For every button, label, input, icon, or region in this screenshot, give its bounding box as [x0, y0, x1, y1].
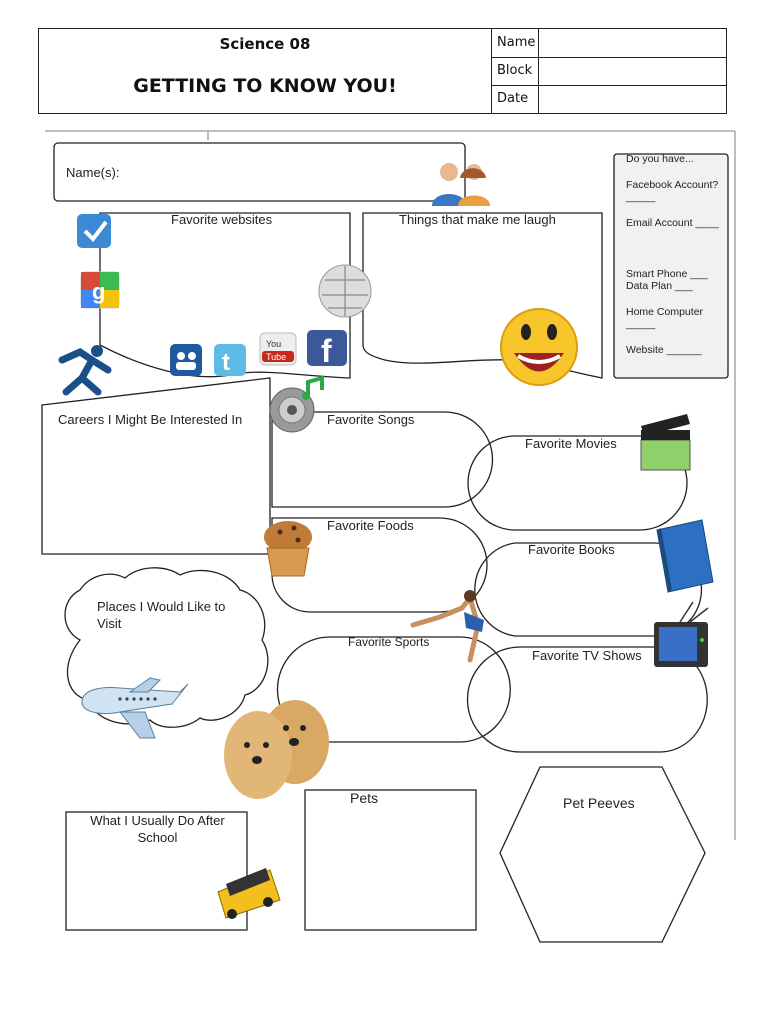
- websites-label: Favorite websites: [171, 212, 273, 227]
- after-school-box: [65, 811, 248, 931]
- sports-label: Favorite Sports: [348, 635, 430, 649]
- people-icon: [432, 163, 490, 206]
- checklist-item-computer: Home Computer _____: [626, 306, 704, 330]
- twitter-icon: t: [214, 344, 246, 376]
- date-row: Date: [491, 85, 726, 113]
- movies-label: Favorite Movies: [525, 436, 617, 451]
- name-label: Name: [491, 29, 539, 57]
- book-icon: [656, 519, 714, 593]
- pets-label: Pets: [350, 790, 379, 806]
- myspace-icon: [170, 344, 202, 376]
- wikipedia-icon: [318, 264, 372, 318]
- block-label: Block: [491, 57, 539, 85]
- runner-icon: [58, 345, 112, 396]
- facebook-icon: f: [307, 330, 347, 369]
- careers-box: [41, 377, 271, 555]
- tv-icon: [654, 601, 709, 667]
- date-label: Date: [491, 85, 539, 113]
- foods-label: Favorite Foods: [327, 518, 414, 533]
- songs-label: Favorite Songs: [327, 412, 415, 427]
- careers-label: Careers I Might Be Interested In: [58, 412, 243, 427]
- speaker-icon: [269, 375, 324, 433]
- checklist-box: [613, 153, 729, 379]
- block-row: Block: [491, 57, 726, 86]
- puppies-icon: [224, 700, 329, 799]
- places-label: Places I Would Like to Visit: [97, 599, 226, 631]
- names-label: Name(s):: [66, 165, 120, 180]
- airplane-icon: [81, 677, 189, 739]
- tv-shape: [466, 646, 708, 753]
- school-bus-icon: [217, 868, 281, 919]
- after-school-label: What I Usually Do After School: [90, 813, 225, 845]
- smiley-icon: [500, 308, 578, 386]
- places-cloud: [64, 567, 269, 728]
- checklist-item-website: Website ______: [626, 344, 702, 356]
- checklist-item-email: Email Account ____: [626, 217, 719, 229]
- facebook-glyph: f: [321, 333, 332, 369]
- songs-shape: [271, 411, 494, 508]
- site-icon-1: [77, 214, 111, 248]
- checklist-item-phone: Smart Phone ___: [626, 268, 708, 280]
- header-table: Science 08 GETTING TO KNOW YOU! Name Blo…: [38, 28, 727, 114]
- peeves-label: Pet Peeves: [563, 795, 635, 811]
- laugh-label: Things that make me laugh: [399, 212, 556, 227]
- pets-box: [304, 789, 477, 931]
- checklist-item-data-plan: Data Plan ___: [626, 280, 693, 292]
- header-title-cell: Science 08 GETTING TO KNOW YOU!: [39, 29, 492, 113]
- peeves-hexagon: [499, 766, 706, 943]
- checklist-title: Do you have...: [626, 153, 694, 165]
- youtube-glyph: You: [266, 339, 281, 349]
- worksheet-title: GETTING TO KNOW YOU!: [133, 75, 397, 97]
- twitter-glyph: t: [222, 349, 230, 376]
- subject-label: Science 08: [219, 35, 311, 53]
- books-label: Favorite Books: [528, 542, 615, 557]
- clapperboard-icon: [640, 414, 691, 471]
- name-row: Name: [491, 29, 726, 58]
- svg-text:Tube: Tube: [266, 352, 286, 362]
- google-icon: g: [80, 271, 120, 309]
- svg-text:g: g: [92, 279, 105, 304]
- youtube-icon: You Tube: [259, 332, 297, 366]
- tv-label: Favorite TV Shows: [532, 648, 642, 663]
- gymnast-icon: [410, 590, 484, 663]
- muffin-icon: [264, 521, 312, 577]
- sports-shape: [276, 636, 511, 743]
- checklist-item-facebook: Facebook Account? _____: [626, 179, 719, 203]
